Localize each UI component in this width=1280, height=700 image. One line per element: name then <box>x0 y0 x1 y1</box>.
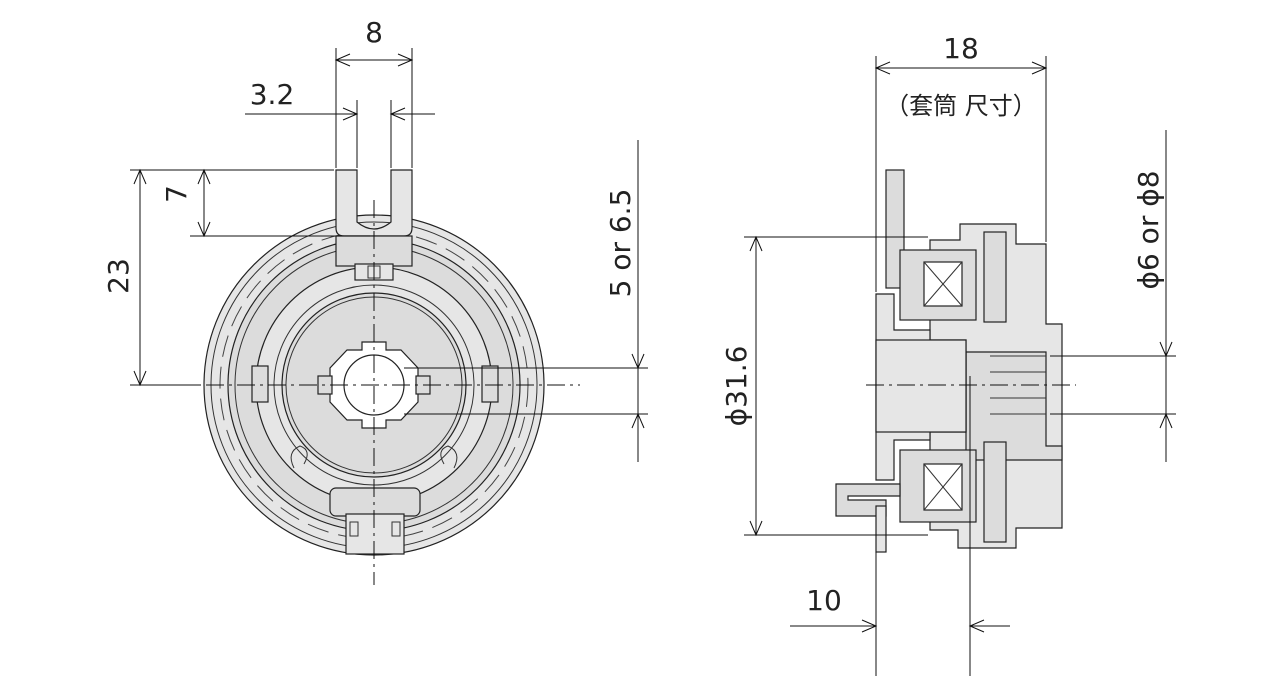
front-view <box>175 169 580 585</box>
side-latch-left <box>251 365 269 403</box>
connector-pin <box>875 505 887 553</box>
dim-slot-depth: 7 <box>160 168 370 238</box>
dim-bore-flat: 5 or 6.5 <box>404 140 648 462</box>
dim-slot-depth-label: 7 <box>160 185 193 203</box>
anti-rotation-tab <box>335 169 413 237</box>
clip-left <box>290 445 308 469</box>
dim-bore-diameter: ϕ6 or ϕ8 <box>1050 130 1176 462</box>
dim-sleeve-note: （套筒 尺寸） <box>885 92 1037 120</box>
dim-outer-diameter-label: ϕ31.6 <box>720 346 753 427</box>
armature <box>875 339 967 433</box>
dim-slot-width-label: 3.2 <box>250 78 295 111</box>
dim-bore-flat-label: 5 or 6.5 <box>604 189 637 298</box>
clip-right <box>440 445 458 469</box>
dim-tab-width: 8 <box>334 16 414 168</box>
bore-splines <box>990 355 1046 415</box>
side-view <box>835 169 1076 553</box>
dim-tab-width-label: 8 <box>365 16 383 49</box>
dim-offset-label: 10 <box>806 584 842 617</box>
dim-sleeve-length: 18 （套筒 尺寸） <box>874 32 1048 292</box>
connector-pin-left <box>349 521 359 537</box>
plate-top <box>983 231 1007 323</box>
dim-tab-height: 23 <box>102 168 200 387</box>
connector-leg <box>835 483 901 517</box>
plate-bottom <box>983 441 1007 543</box>
connector-pin-right <box>391 521 401 537</box>
dim-bore-diameter-label: ϕ6 or ϕ8 <box>1132 170 1165 289</box>
dim-tab-height-label: 23 <box>102 258 135 294</box>
dim-slot-width: 3.2 <box>245 78 435 168</box>
dim-sleeve-length-label: 18 <box>943 32 979 65</box>
connector-plug <box>345 513 405 555</box>
dim-outer-diameter: ϕ31.6 <box>720 235 928 537</box>
side-latch-right <box>481 365 499 403</box>
dim-offset: 10 <box>790 376 1010 676</box>
connector-housing <box>329 487 421 517</box>
